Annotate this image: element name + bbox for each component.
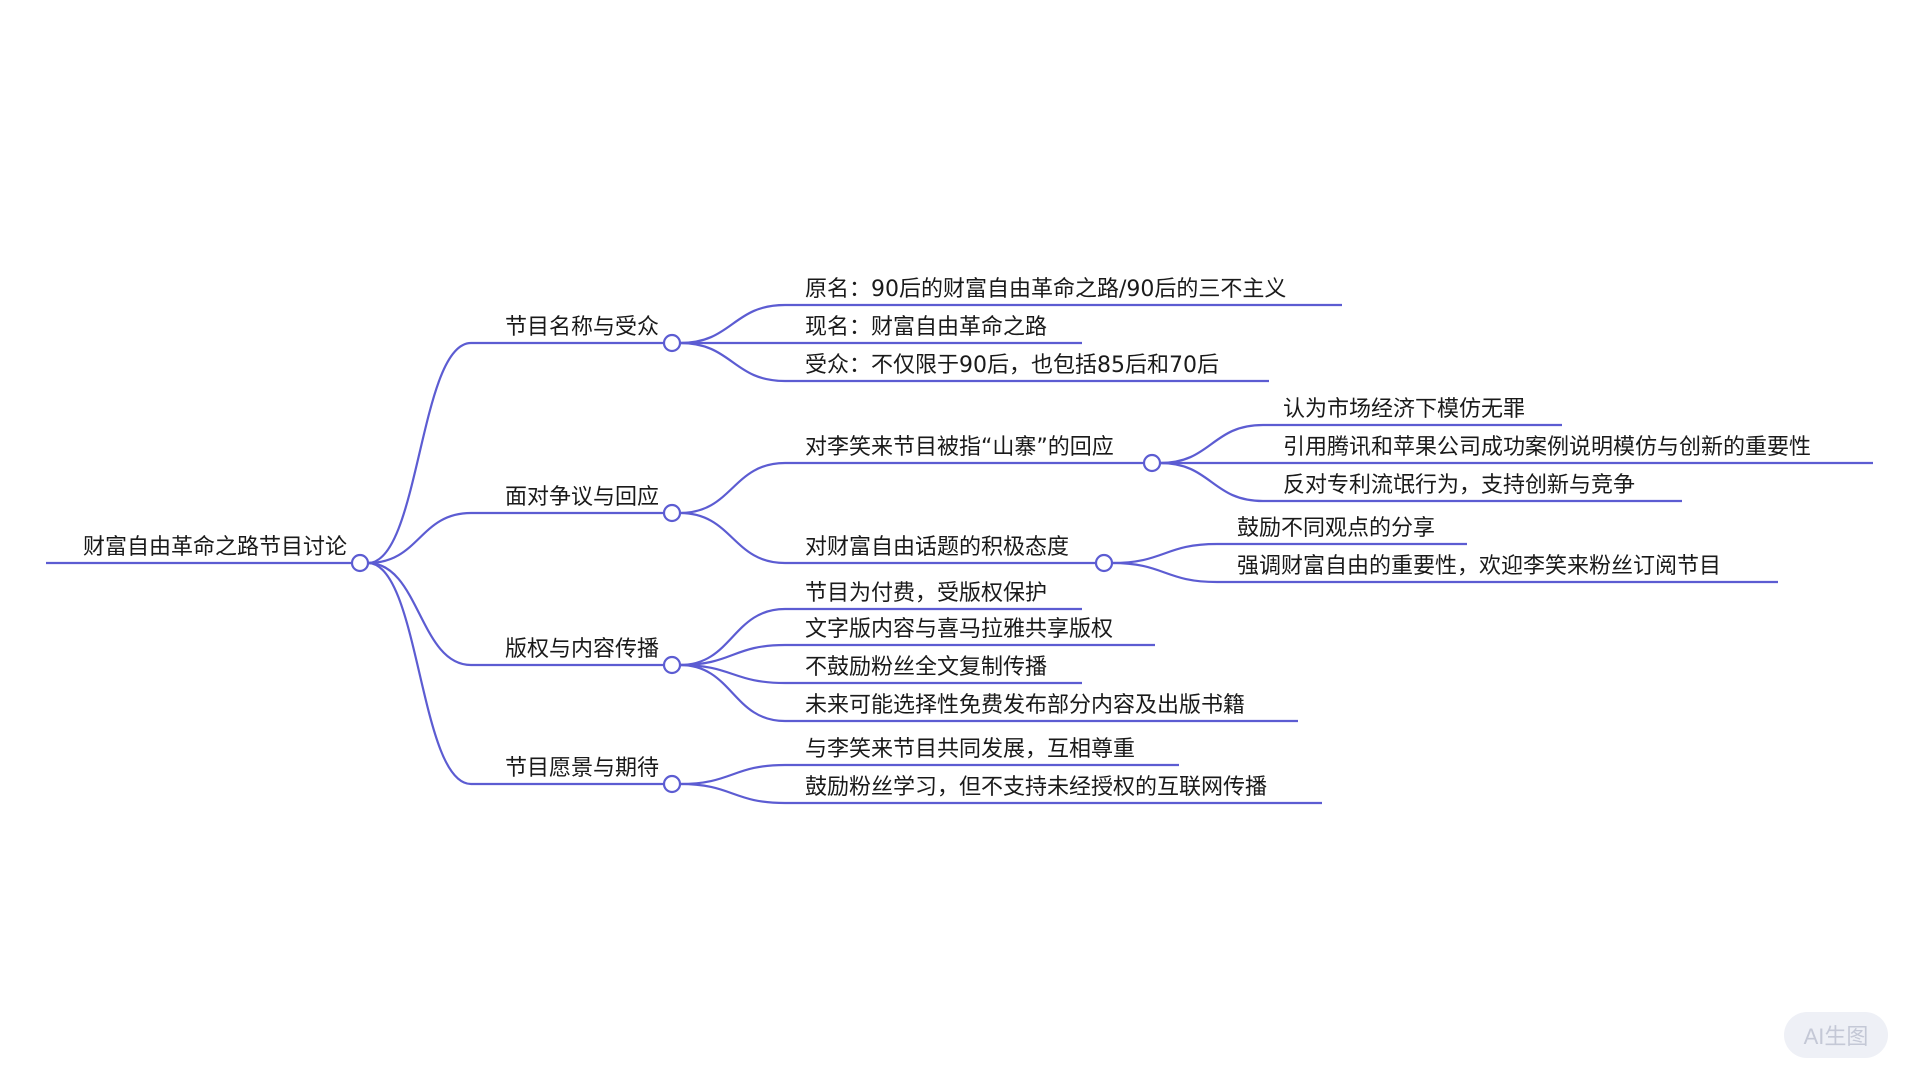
detail-label[interactable]: 认为市场经济下模仿无罪 (1283, 397, 1525, 422)
subtopic-connector (679, 511, 786, 565)
detail-label[interactable]: 引用腾讯和苹果公司成功案例说明模仿与创新的重要性 (1283, 435, 1811, 460)
detail-connector (1111, 542, 1218, 565)
topic-label[interactable]: 节目愿景与期待 (505, 756, 659, 781)
branch-connector (367, 341, 472, 565)
root-collapse-toggle-icon[interactable] (350, 553, 370, 573)
detail-label[interactable]: 鼓励不同观点的分享 (1237, 516, 1435, 541)
branch-connector (367, 561, 472, 786)
collapse-toggle-icon[interactable] (662, 655, 682, 675)
subtopic-label[interactable]: 受众：不仅限于90后，也包括85后和70后 (805, 353, 1219, 378)
subtopic-connector (679, 643, 786, 667)
collapse-toggle-icon[interactable] (662, 333, 682, 353)
subtopic-connector (679, 607, 786, 667)
subtopic-label[interactable]: 现名：财富自由革命之路 (805, 315, 1047, 340)
subtopic-label[interactable]: 与李笑来节目共同发展，互相尊重 (805, 737, 1135, 762)
subtopic-label[interactable]: 原名：90后的财富自由革命之路/90后的三不主义 (805, 277, 1286, 302)
collapse-toggle-icon[interactable] (662, 774, 682, 794)
branch-connector (367, 561, 472, 667)
subtopic-label[interactable]: 鼓励粉丝学习，但不支持未经授权的互联网传播 (805, 775, 1267, 800)
detail-connector (1111, 561, 1218, 584)
topic-label[interactable]: 版权与内容传播 (505, 637, 659, 662)
branch-connector (367, 511, 472, 565)
topic-label[interactable]: 节目名称与受众 (505, 315, 659, 340)
subtopic-connector (679, 461, 786, 515)
subtopic-label[interactable]: 节目为付费，受版权保护 (805, 581, 1047, 606)
collapse-toggle-icon[interactable] (662, 503, 682, 523)
ai-generated-badge[interactable]: AI生图 (1784, 1012, 1888, 1058)
topic-label[interactable]: 面对争议与回应 (505, 485, 659, 510)
subtopic-connector (679, 763, 786, 786)
subtopic-connector (679, 663, 786, 723)
subtopic-label[interactable]: 不鼓励粉丝全文复制传播 (805, 655, 1047, 680)
detail-connector (1159, 461, 1264, 503)
subtopic-label[interactable]: 文字版内容与喜马拉雅共享版权 (805, 617, 1113, 642)
subtopic-connector (679, 303, 786, 345)
detail-label[interactable]: 强调财富自由的重要性，欢迎李笑来粉丝订阅节目 (1237, 554, 1721, 579)
subtopic-label[interactable]: 对财富自由话题的积极态度 (805, 535, 1069, 560)
subtopic-connector (679, 663, 786, 685)
subtopic-connector (679, 341, 786, 383)
detail-connector (1159, 423, 1264, 465)
root-node-label[interactable]: 财富自由革命之路节目讨论 (83, 535, 347, 560)
collapse-toggle-icon[interactable] (1142, 453, 1162, 473)
subtopic-connector (679, 782, 786, 805)
collapse-toggle-icon[interactable] (1094, 553, 1114, 573)
subtopic-label[interactable]: 对李笑来节目被指“山寨”的回应 (805, 435, 1114, 460)
subtopic-label[interactable]: 未来可能选择性免费发布部分内容及出版书籍 (805, 693, 1245, 718)
detail-label[interactable]: 反对专利流氓行为，支持创新与竞争 (1283, 473, 1635, 498)
